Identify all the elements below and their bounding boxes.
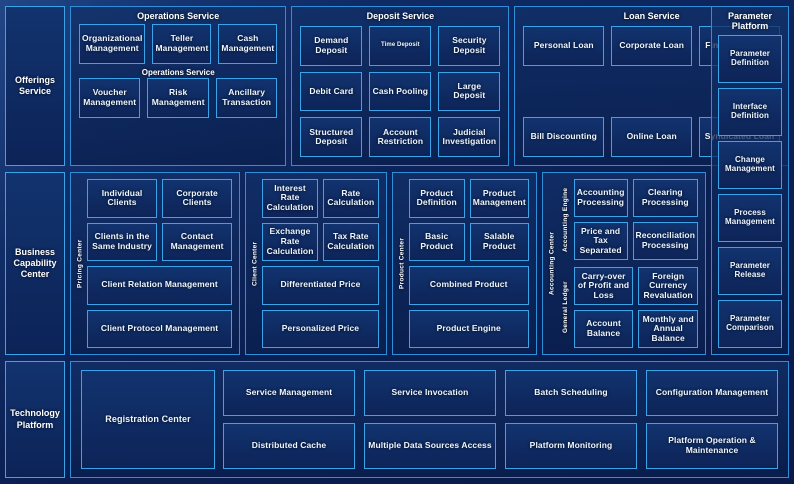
- box-configuration-management[interactable]: Configuration Management: [646, 370, 778, 416]
- vertical-label-general-ledger: General Ledger: [561, 281, 569, 334]
- panel-subtitle-operations-service: Operations Service: [141, 68, 215, 77]
- box-change-management[interactable]: Change Management: [718, 141, 782, 189]
- panel-accounting-center: Accounting Center Accounting Engine Acco…: [541, 172, 706, 355]
- box-teller-management[interactable]: Teller Management: [152, 24, 212, 64]
- box-salable-product[interactable]: Salable Product: [469, 222, 529, 261]
- box-client-relation-management[interactable]: Client Relation Management: [87, 266, 233, 305]
- layer-label-technology-platform: Technology Platform: [5, 361, 65, 478]
- box-registration-center[interactable]: Registration Center: [81, 370, 215, 469]
- box-individual-clients[interactable]: Individual Clients: [87, 179, 158, 218]
- panel-parameter-platform: Parameter Platform Parameter Definition …: [711, 6, 789, 355]
- box-rate-calculation[interactable]: Rate Calculation: [322, 179, 379, 218]
- layer-label-business-capability-center: Business Capability Center: [5, 172, 65, 355]
- box-contact-management[interactable]: Contact Management: [162, 222, 233, 261]
- box-product-engine[interactable]: Product Engine: [408, 309, 529, 348]
- accounting-engine-grid: Accounting Processing Clearing Processin…: [572, 179, 698, 260]
- box-interest-rate-calculation[interactable]: Interest Rate Calculation: [262, 179, 318, 218]
- box-bill-discounting[interactable]: Bill Discounting: [523, 117, 605, 157]
- panel-technology-platform: Registration Center Service Management S…: [70, 361, 789, 478]
- box-parameter-release[interactable]: Parameter Release: [718, 247, 782, 295]
- box-platform-operation-and-maintenance[interactable]: Platform Operation & Maintenance: [646, 423, 778, 469]
- box-cash-pooling[interactable]: Cash Pooling: [369, 71, 432, 112]
- box-platform-monitoring[interactable]: Platform Monitoring: [505, 423, 637, 469]
- layer-label-offerings-service: Offerings Service: [5, 6, 65, 166]
- box-multiple-data-sources-access[interactable]: Multiple Data Sources Access: [364, 423, 496, 469]
- box-reconciliation-processing[interactable]: Reconciliation Processing: [632, 222, 698, 260]
- box-demand-deposit[interactable]: Demand Deposit: [300, 26, 363, 66]
- box-combined-product[interactable]: Combined Product: [408, 266, 529, 305]
- box-personal-loan[interactable]: Personal Loan: [523, 26, 605, 66]
- box-judicial-investigation[interactable]: Judicial Investigation: [438, 117, 501, 157]
- operations-service-bottom-grid: Voucher Management Risk Management Ancil…: [71, 78, 285, 124]
- box-time-deposit[interactable]: Time Deposit: [369, 26, 432, 66]
- box-product-management[interactable]: Product Management: [469, 179, 529, 218]
- accounting-center-body: Accounting Engine Accounting Processing …: [558, 177, 702, 350]
- vertical-label-accounting-center: Accounting Center: [548, 231, 556, 296]
- panel-product-center: Product Center Product Definition Produc…: [391, 172, 537, 355]
- box-monthly-and-annual-balance[interactable]: Monthly and Annual Balance: [638, 310, 698, 348]
- box-personalized-price[interactable]: Personalized Price: [262, 309, 379, 348]
- box-accounting-processing[interactable]: Accounting Processing: [573, 179, 628, 217]
- box-debit-card[interactable]: Debit Card: [300, 71, 363, 112]
- vertical-label-accounting-engine: Accounting Engine: [561, 187, 569, 252]
- box-corporate-clients[interactable]: Corporate Clients: [162, 179, 233, 218]
- box-online-loan[interactable]: Online Loan: [611, 117, 693, 157]
- box-voucher-management[interactable]: Voucher Management: [79, 78, 141, 118]
- pricing-center-grid: Interest Rate Calculation Rate Calculati…: [261, 177, 383, 350]
- vertical-label-product-center: Product Center: [398, 237, 406, 290]
- box-security-deposit[interactable]: Security Deposit: [438, 26, 501, 66]
- box-cash-management[interactable]: Cash Management: [218, 24, 278, 64]
- panel-client-center: Pricing Center Individual Clients Corpor…: [70, 172, 241, 355]
- panel-operations-service: Operations Service Organizational Manage…: [70, 6, 287, 166]
- box-basic-product[interactable]: Basic Product: [408, 222, 465, 261]
- product-center-grid: Product Definition Product Management Ba…: [408, 177, 533, 350]
- client-center-grid: Individual Clients Corporate Clients Cli…: [86, 177, 236, 350]
- general-ledger-grid: Carry-over of Profit and Loss Foreign Cu…: [572, 267, 698, 348]
- box-distributed-cache[interactable]: Distributed Cache: [223, 423, 355, 469]
- box-service-management[interactable]: Service Management: [223, 370, 355, 416]
- technology-platform-grid: Service Management Service Invocation Ba…: [223, 370, 778, 469]
- box-account-restriction[interactable]: Account Restriction: [369, 117, 432, 157]
- panel-deposit-service: Deposit Service Demand Deposit Time Depo…: [291, 6, 510, 166]
- panel-title-operations-service: Operations Service: [137, 11, 220, 21]
- box-foreign-currency-revaluation[interactable]: Foreign Currency Revaluation: [638, 267, 698, 305]
- accounting-engine-group: Accounting Engine Accounting Processing …: [559, 179, 698, 260]
- box-carry-over-of-profit-and-loss[interactable]: Carry-over of Profit and Loss: [573, 267, 634, 305]
- panel-title-parameter-platform: Parameter Platform: [727, 11, 773, 31]
- box-product-definition[interactable]: Product Definition: [408, 179, 465, 218]
- box-process-management[interactable]: Process Management: [718, 194, 782, 242]
- box-client-protocol-management[interactable]: Client Protocol Management: [87, 309, 233, 348]
- technology-platform-row: Technology Platform Registration Center …: [5, 361, 789, 478]
- box-risk-management[interactable]: Risk Management: [147, 78, 209, 118]
- panel-title-deposit-service: Deposit Service: [366, 11, 435, 21]
- box-clients-in-the-same-industry[interactable]: Clients in the Same Industry: [87, 222, 158, 261]
- box-ancillary-transaction[interactable]: Ancillary Transaction: [215, 78, 278, 118]
- box-batch-scheduling[interactable]: Batch Scheduling: [505, 370, 637, 416]
- box-tax-rate-calculation[interactable]: Tax Rate Calculation: [322, 222, 379, 261]
- box-large-deposit[interactable]: Large Deposit: [438, 71, 501, 112]
- box-account-balance[interactable]: Account Balance: [573, 310, 634, 348]
- box-parameter-definition[interactable]: Parameter Definition: [718, 35, 782, 83]
- box-service-invocation[interactable]: Service Invocation: [364, 370, 496, 416]
- box-structured-deposit[interactable]: Structured Deposit: [300, 117, 363, 157]
- panel-pricing-center: Client Center Interest Rate Calculation …: [245, 172, 387, 355]
- box-parameter-comparison[interactable]: Parameter Comparison: [718, 300, 782, 348]
- business-capability-row: Business Capability Center Pricing Cente…: [5, 172, 789, 355]
- box-corporate-loan[interactable]: Corporate Loan: [611, 26, 693, 66]
- deposit-service-grid: Demand Deposit Time Deposit Security Dep…: [292, 24, 508, 165]
- offerings-service-row: Offerings Service Operations Service Org…: [5, 6, 789, 166]
- vertical-label-client-center: Client Center: [251, 241, 259, 286]
- business-capability-panels: Pricing Center Individual Clients Corpor…: [70, 172, 706, 355]
- box-differentiated-price[interactable]: Differentiated Price: [262, 266, 379, 305]
- box-exchange-rate-calculation[interactable]: Exchange Rate Calculation: [262, 222, 318, 261]
- box-clearing-processing[interactable]: Clearing Processing: [632, 179, 698, 217]
- panel-title-loan-service: Loan Service: [623, 11, 680, 21]
- box-interface-definition[interactable]: Interface Definition: [718, 88, 782, 136]
- vertical-label-pricing-center: Pricing Center: [76, 239, 84, 288]
- box-price-and-tax-separated[interactable]: Price and Tax Separated: [573, 222, 628, 260]
- box-organizational-management[interactable]: Organizational Management: [79, 24, 146, 64]
- operations-service-top-grid: Organizational Management Teller Managem…: [71, 24, 285, 70]
- general-ledger-group: General Ledger Carry-over of Profit and …: [559, 267, 698, 348]
